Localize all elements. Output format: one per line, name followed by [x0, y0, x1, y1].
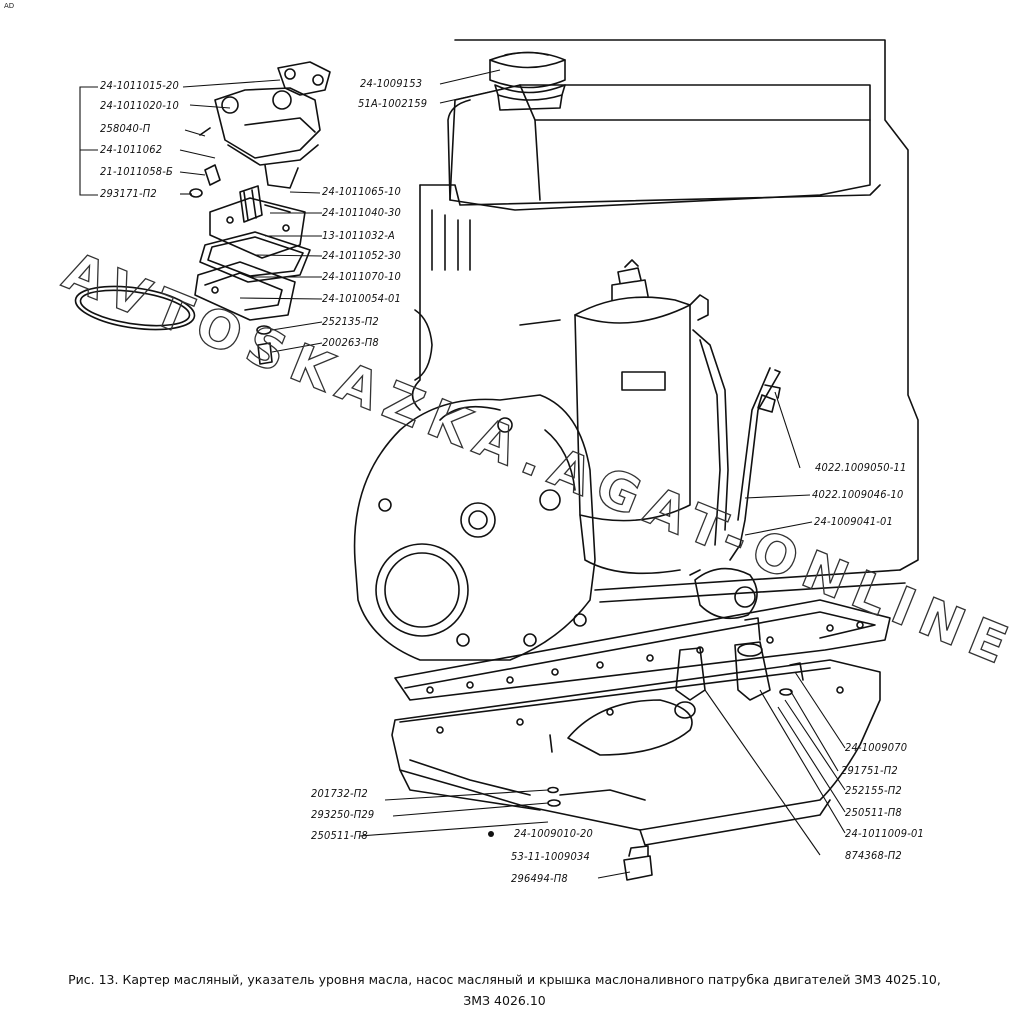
label-receiver: 24-1011009-01 [845, 827, 924, 840]
label-stud: 201732-П2 [311, 787, 368, 800]
label-valve: 21-1011058-Б [100, 165, 173, 178]
label-pan-gasket: 24-1009070 [845, 741, 908, 754]
label-spring-washer: 252135-П2 [322, 315, 379, 328]
oil-pump-drawing [74, 61, 331, 365]
oil-pan-drawing [391, 599, 891, 881]
label-washer-4: 293250-П29 [311, 808, 375, 821]
label-dipstick: 4022.1009050-11 [815, 461, 907, 474]
marker-dots [488, 831, 494, 837]
label-shaft: 24-1011065-10 [322, 185, 401, 198]
figure-caption-line2: ЗМЗ 4026.10 [463, 993, 546, 1008]
label-washer-2: 293171-П2 [100, 187, 157, 200]
label-pump-housing: 24-1011015-20 [100, 79, 179, 92]
label-bolt-3: 250511-П8 [311, 829, 368, 842]
label-gasket: 24-1011052-30 [322, 249, 401, 262]
label-nut: 291751-П2 [841, 764, 898, 777]
label-washer-3: 252155-П2 [845, 784, 902, 797]
label-gear: 24-1011040-30 [322, 206, 401, 219]
label-pump-cover: 24-1011020-10 [100, 99, 179, 112]
label-oil-pan-gasket: 24-1010054-01 [322, 292, 401, 305]
figure-caption: Рис. 13. Картер масляный, указатель уров… [68, 972, 941, 987]
label-drain-gasket: 296494-П8 [511, 872, 568, 885]
label-drain-plug: 53-11-1009034 [511, 850, 590, 863]
engine-block-drawing [353, 39, 919, 661]
label-oil-pan: 24-1009010-20 [514, 827, 593, 840]
label-cap-gasket: 51А-1002159 [358, 97, 428, 110]
label-tube-bracket: 24-1009041-01 [814, 515, 893, 528]
corner-mark: AD [4, 2, 15, 10]
leader-lines [79, 69, 846, 879]
label-bolt: 200263-П8 [322, 336, 379, 349]
label-cover-plate: 13-1011032-А [322, 229, 395, 242]
label-dipstick-tube: 4022.1009046-10 [812, 488, 904, 501]
label-filler-cap: 24-1009153 [360, 77, 423, 90]
label-washer: 258040-П [100, 122, 151, 135]
label-bolt-2: 250511-П8 [845, 806, 902, 819]
label-plug: 24-1011062 [100, 143, 163, 156]
label-pin: 874368-П2 [845, 849, 902, 862]
label-flange: 24-1011070-10 [322, 270, 401, 283]
